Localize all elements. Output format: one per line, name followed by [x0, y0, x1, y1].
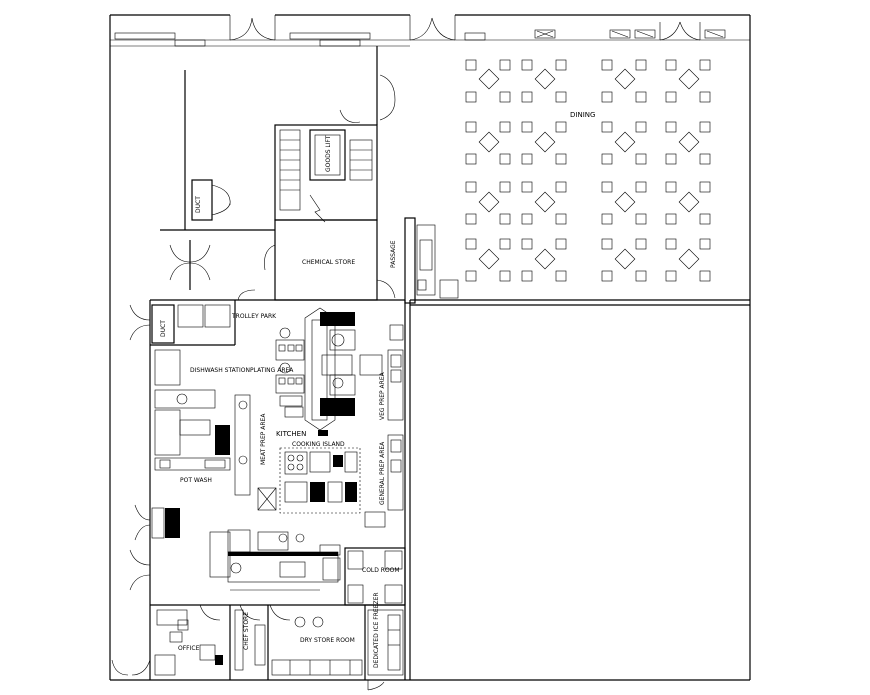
general-prep-label: GENERAL PREP AREA [379, 441, 386, 505]
duct-trolley: DUCT TROLLEY PARK [151, 289, 277, 344]
cooking-island-label: COOKING ISLAND [292, 441, 345, 448]
kitchen-label: KITCHEN [276, 430, 306, 438]
kitchen-block [149, 299, 406, 680]
chemical-store-label: CHEMICAL STORE [302, 259, 355, 266]
kitchen-marker [318, 430, 328, 436]
dining-table [665, 121, 711, 165]
dining-table [521, 59, 567, 103]
dining-table [521, 238, 567, 282]
dishwash-station: DISHWASH STATION POT WASH [154, 349, 250, 484]
cold-room-label: COLD ROOM [362, 567, 400, 574]
meat-prep-label: MEAT PREP AREA [260, 413, 267, 465]
dishwash-station-label: DISHWASH STATION [190, 367, 250, 374]
chef-store-label: CHEF STORE [243, 612, 250, 650]
chemical-store: CHEMICAL STORE [264, 219, 396, 301]
dining-table [665, 181, 711, 225]
dining-table [465, 121, 511, 165]
top-windows [114, 29, 726, 47]
bottom-door [367, 680, 385, 691]
pass-counter [304, 307, 356, 431]
duct-label-lower: DUCT [160, 320, 167, 337]
plating-area: PLATING AREA [250, 327, 305, 418]
lower-counters [151, 507, 341, 591]
left-corridor: DUCT [160, 70, 275, 290]
passage-label: PASSAGE [390, 240, 397, 268]
veg-prep-area: VEG PREP AREA [359, 324, 404, 421]
duct-label-upper: DUCT [195, 196, 202, 213]
dining-table [521, 121, 567, 165]
dining-table [601, 238, 647, 282]
general-prep-area: GENERAL PREP AREA [364, 434, 404, 528]
stair-core: GOODS LIFT [274, 46, 396, 223]
dining-table [601, 59, 647, 103]
plating-area-label: PLATING AREA [250, 367, 294, 374]
top-doors [229, 15, 701, 41]
dining-label: DINING [570, 111, 595, 119]
office: OFFICE [154, 604, 231, 680]
dining-table [465, 59, 511, 103]
outer-walls [109, 14, 751, 681]
dry-store-label: DRY STORE ROOM [300, 637, 355, 644]
dining-table [665, 59, 711, 103]
trolley-park-label: TROLLEY PARK [231, 313, 277, 320]
goods-lift-label: GOODS LIFT [325, 135, 332, 172]
veg-prep-label: VEG PREP AREA [379, 371, 386, 420]
dry-store-room: DRY STORE ROOM [269, 604, 366, 680]
chef-store: CHEF STORE [234, 604, 269, 680]
pot-wash-label: POT WASH [180, 477, 212, 484]
ice-freezer-label: DEDICATED ICE FREEZER [373, 592, 380, 668]
dedicated-ice-freezer: DEDICATED ICE FREEZER [367, 592, 404, 676]
dining-table [465, 238, 511, 282]
passage: PASSAGE [390, 217, 459, 304]
dining-table [601, 121, 647, 165]
left-side-doors [111, 304, 151, 676]
dining-table [601, 181, 647, 225]
dining-table [665, 238, 711, 282]
cold-room: COLD ROOM [344, 547, 406, 606]
meat-prep-area: MEAT PREP AREA [234, 394, 277, 511]
office-label: OFFICE [178, 645, 200, 652]
dining-area: DINING [409, 59, 750, 680]
cooking-island: COOKING ISLAND [279, 441, 361, 514]
dining-table [465, 181, 511, 225]
dining-table [521, 181, 567, 225]
